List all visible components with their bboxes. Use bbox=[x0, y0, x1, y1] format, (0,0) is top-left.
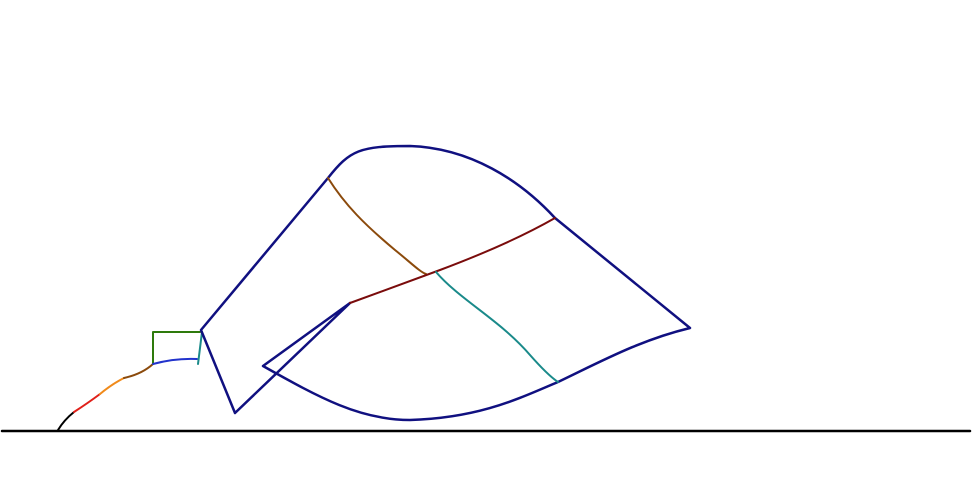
interior-brown-line bbox=[327, 177, 427, 275]
box-green-edge bbox=[152, 331, 201, 365]
tail-segment-black bbox=[57, 411, 75, 431]
interior-teal-line bbox=[435, 271, 559, 383]
main-outline bbox=[199, 144, 692, 422]
tail-segment-red bbox=[73, 393, 101, 413]
box-teal-edge bbox=[197, 331, 203, 365]
box-blue-edge bbox=[152, 357, 198, 365]
tail-segment-orange bbox=[99, 377, 125, 395]
interior-dark-red-line bbox=[349, 217, 556, 304]
tail-segment-brown bbox=[123, 363, 154, 379]
